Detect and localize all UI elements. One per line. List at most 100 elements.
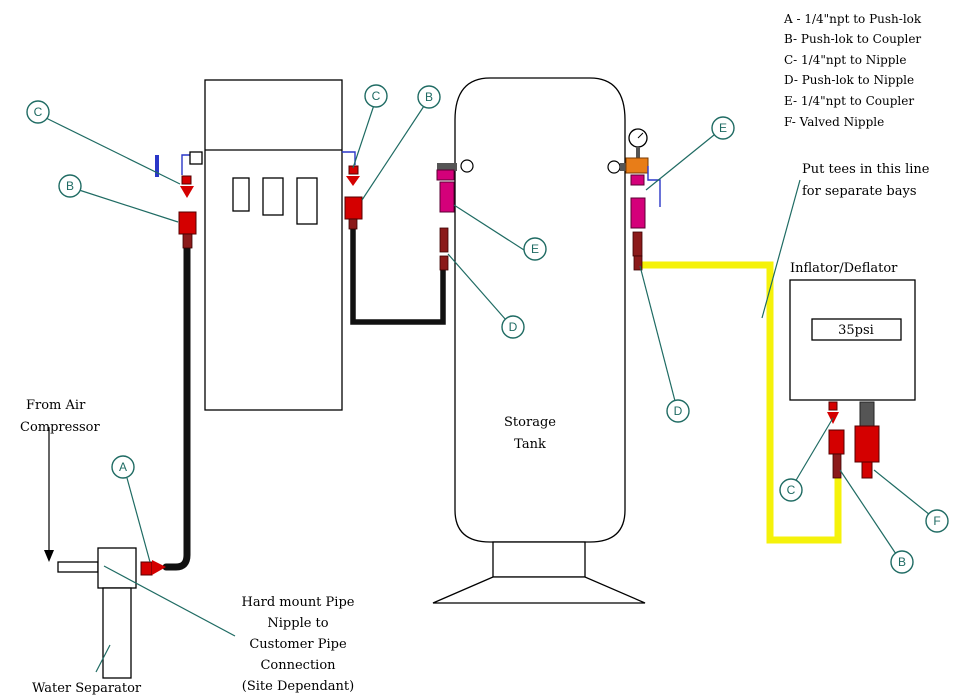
- legend: A - 1/4"npt to Push-lok B- Push-lok to C…: [783, 12, 922, 129]
- fitting-c-mid-tip: [346, 176, 360, 186]
- tag-c-mid-text: C: [372, 89, 381, 103]
- inflator-fittings: [827, 401, 880, 479]
- inlet-pipe-nipple: [57, 561, 99, 573]
- tank-outlet-valve-handle: [607, 160, 621, 174]
- tag-d-outlet: [666, 399, 690, 423]
- water-separator-label: Water Separator: [32, 681, 142, 696]
- pressure-display-value: 35psi: [838, 323, 874, 338]
- tag-e-outlet: [711, 116, 735, 140]
- tag-f-leader: [873, 469, 931, 516]
- yellow-hose-supply: [640, 261, 842, 544]
- hard-mount-line4: Connection: [260, 658, 336, 673]
- hard-mount-line5: (Site Dependant): [242, 679, 354, 694]
- tank-inlet-valve-handle: [460, 159, 474, 173]
- tag-c-inflator-text: C: [787, 483, 796, 497]
- tag-b-mid-text: B: [425, 90, 433, 104]
- hard-mount-line3: Customer Pipe: [249, 637, 347, 652]
- tees-note-line1: Put tees in this line: [802, 162, 930, 177]
- tag-d-inlet-text: D: [509, 320, 518, 334]
- fitting-b-left-nipple: [182, 233, 193, 249]
- legend-line-d: D- Push-lok to Nipple: [784, 73, 914, 87]
- tank-body: [454, 77, 626, 543]
- legend-line-e: E- 1/4"npt to Coupler: [784, 94, 914, 108]
- filter-bowl-2: [262, 177, 284, 216]
- tank-inlet-valve-stem: [437, 163, 457, 171]
- hard-mount-note: Hard mount Pipe Nipple to Customer Pipe …: [103, 565, 355, 694]
- legend-line-c: C- 1/4"npt to Nipple: [784, 53, 906, 67]
- regulator-body: [625, 157, 649, 174]
- tag-f: [925, 509, 949, 533]
- from-air-label-line2: Compressor: [20, 420, 100, 435]
- compressor-arrow-head: [44, 550, 54, 562]
- tag-e-inlet-leader: [453, 204, 525, 251]
- left-fittings: [155, 151, 203, 249]
- tag-a-leader: [126, 477, 151, 563]
- from-air-label-line1: From Air: [26, 398, 86, 413]
- tag-d-outlet-text: D: [674, 404, 683, 418]
- hoses: [162, 228, 842, 571]
- tag-d-inlet-leader: [447, 253, 507, 321]
- tank-inlet-fittings: [436, 159, 474, 271]
- inflator-deflator: Inflator/Deflator 35psi: [789, 261, 916, 401]
- fitting-c-left: [181, 175, 192, 185]
- fitting-d-inlet: [439, 227, 449, 253]
- water-separator-leader: [95, 644, 111, 673]
- fitting-b-inflator: [828, 429, 845, 455]
- dryer-cabinet: [204, 79, 343, 411]
- filter-bowl-3: [296, 177, 318, 225]
- fitting-b-mid: [344, 196, 363, 220]
- legend-line-b: B- Push-lok to Coupler: [784, 32, 921, 46]
- tag-e-outlet-leader: [645, 134, 715, 191]
- hard-mount-line1: Hard mount Pipe: [242, 595, 355, 610]
- valved-nipple-tip: [861, 461, 873, 479]
- callout-tags: C B C B E D E D C B F A: [26, 84, 949, 574]
- tag-b-mid-leader: [361, 105, 425, 201]
- filter-bowl-1: [232, 177, 250, 212]
- black-hose-dryer-tank: [350, 228, 446, 325]
- tag-c-inflator-leader: [794, 417, 834, 483]
- tag-e-inlet: [523, 237, 547, 261]
- fitting-e-outlet-top: [630, 174, 645, 186]
- fitting-a-tip: [152, 560, 166, 575]
- fitting-e-inlet: [439, 181, 455, 213]
- fitting-b-mid-nipple: [348, 218, 358, 230]
- regulator-outlet-pipe: [647, 166, 661, 207]
- dryer-body: [204, 79, 343, 411]
- tag-f-text: F: [933, 514, 940, 528]
- tag-b-left-text: B: [66, 179, 74, 193]
- hard-mount-leader: [103, 565, 236, 637]
- tank-stand: [492, 541, 586, 578]
- dryer-outlet-pipe-right: [342, 151, 356, 165]
- legend-line-f: F- Valved Nipple: [784, 115, 884, 129]
- fitting-b-inflator-nipple: [832, 453, 842, 479]
- tank-outlet-fittings: [607, 128, 661, 271]
- tank-base: [432, 576, 646, 604]
- blue-pipe-stub-left: [155, 155, 159, 177]
- fitting-c-inflator: [828, 401, 838, 411]
- fitting-b-left: [178, 211, 197, 235]
- tees-note-leader: [761, 179, 801, 319]
- pressure-display: [811, 318, 902, 341]
- legend-line-a: A - 1/4"npt to Push-lok: [783, 12, 922, 26]
- tag-b-inflator-text: B: [898, 555, 906, 569]
- mid-fittings: [342, 151, 363, 230]
- fitting-c-left-tip: [180, 186, 194, 198]
- tag-c-mid: [364, 84, 388, 108]
- black-hose-compressor: [162, 244, 191, 571]
- tank-label-line2: Tank: [514, 437, 546, 452]
- fitting-e-inlet-top: [436, 169, 455, 181]
- gauge-stem: [636, 147, 640, 158]
- tag-c-left-text: C: [34, 105, 43, 119]
- tag-c-left-leader: [45, 117, 181, 185]
- tag-b-left-leader: [78, 189, 179, 223]
- gauge-needle: [637, 132, 644, 139]
- tag-a: [111, 455, 135, 479]
- fitting-d-outlet-barb: [633, 255, 643, 271]
- tank-label-line1: Storage: [504, 415, 556, 430]
- fitting-a-body: [140, 561, 153, 576]
- water-separator-assembly: From Air Compressor Water Separator: [20, 398, 166, 696]
- tag-d-outlet-leader: [639, 265, 676, 402]
- tees-note-line2: for separate bays: [802, 184, 917, 199]
- fitting-d-outlet: [632, 231, 643, 257]
- tag-b-mid: [417, 85, 441, 109]
